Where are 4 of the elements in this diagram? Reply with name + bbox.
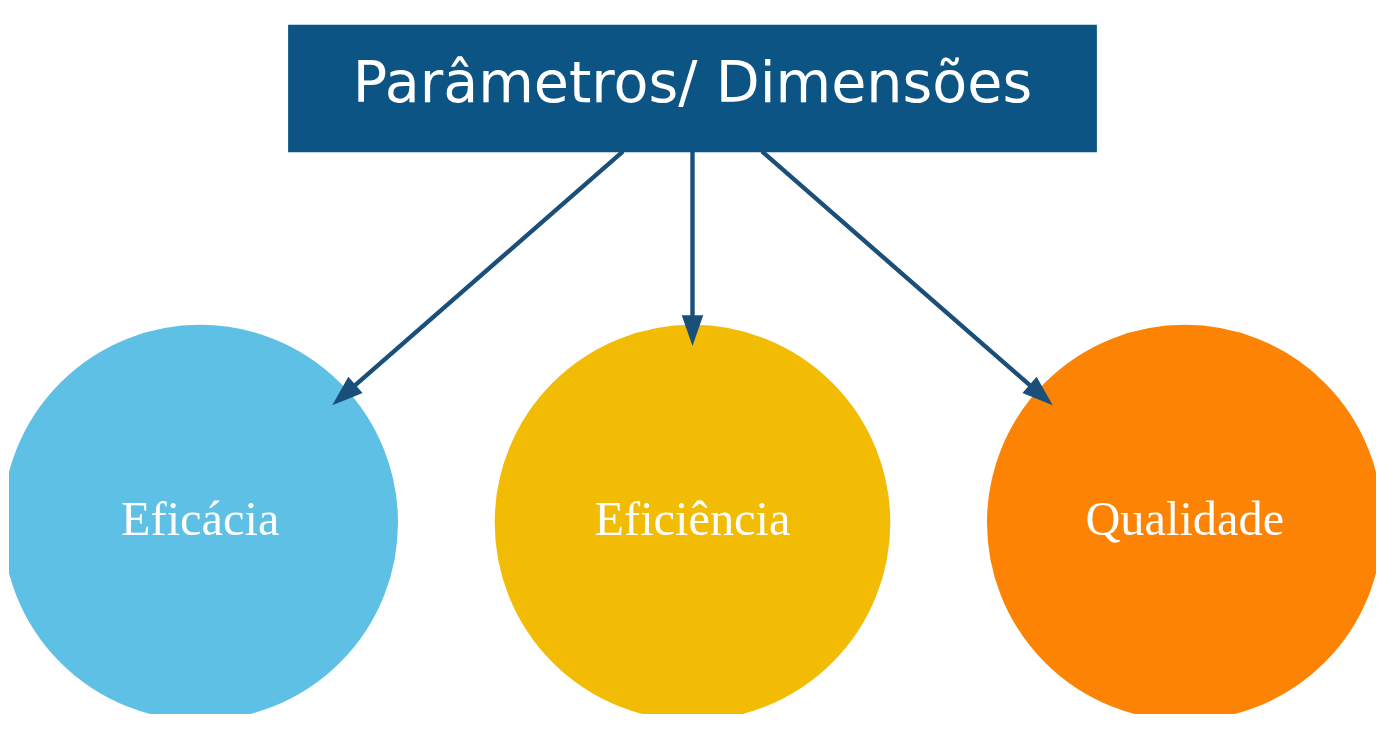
arrow xyxy=(681,151,703,346)
arrow xyxy=(331,149,624,406)
node-box: Parâmetros/ Dimensões xyxy=(287,24,1097,153)
arrow xyxy=(760,149,1053,406)
